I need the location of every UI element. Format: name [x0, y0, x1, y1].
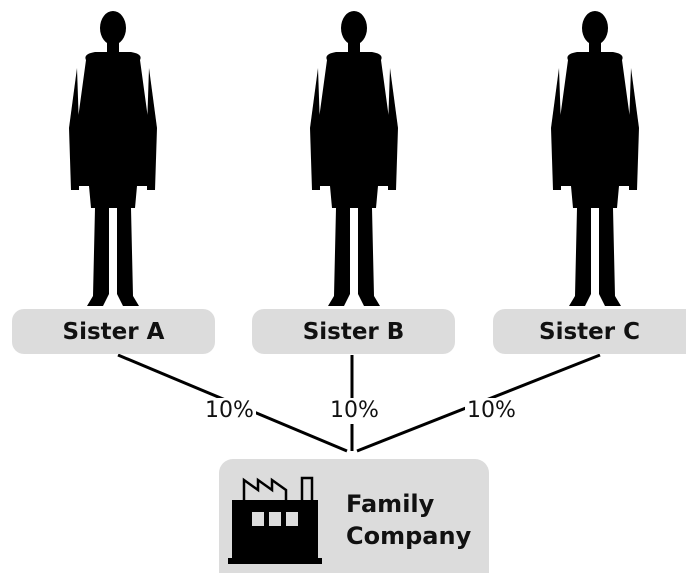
company-name-line2: Company [346, 522, 472, 550]
person-label-c-text: Sister C [539, 318, 640, 345]
person-label-c: Sister C [493, 309, 686, 354]
person-silhouette-a [69, 11, 157, 306]
company-name: Family Company [346, 488, 471, 552]
edge-label-c: 10% [465, 398, 518, 424]
person-silhouette-b [310, 11, 398, 306]
person-label-b-text: Sister B [302, 318, 405, 345]
company-name-line1: Family [346, 490, 435, 518]
factory-icon [228, 476, 322, 564]
person-label-a: Sister A [12, 309, 215, 354]
edge-label-a: 10% [203, 398, 256, 424]
person-silhouette-c [551, 11, 639, 306]
person-label-a-text: Sister A [62, 318, 165, 345]
person-label-b: Sister B [252, 309, 455, 354]
edge-label-b: 10% [328, 398, 381, 424]
